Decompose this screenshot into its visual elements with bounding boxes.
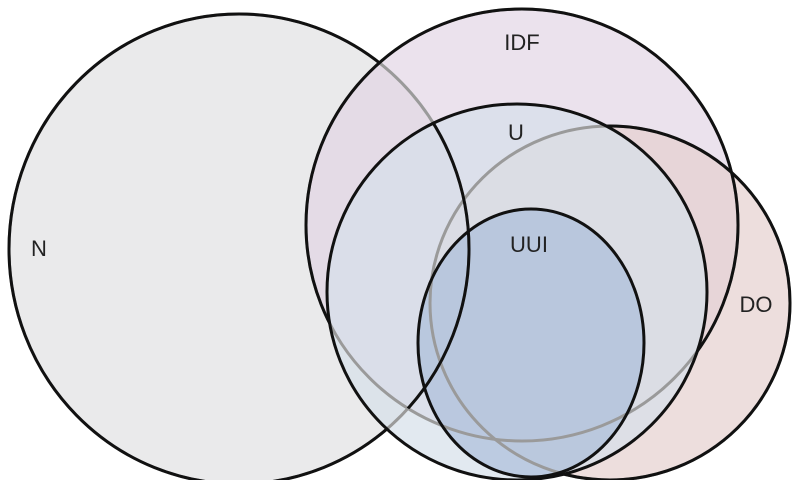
set-n-outline xyxy=(7,12,471,480)
set-label-uui: UUI xyxy=(510,232,548,257)
set-label-n: N xyxy=(31,236,47,261)
set-label-do: DO xyxy=(740,292,773,317)
set-uui-outline xyxy=(416,207,646,479)
set-label-u: U xyxy=(508,120,524,145)
set-uui-region xyxy=(418,209,644,477)
set-label-idf: IDF xyxy=(504,30,539,55)
set-u-outline xyxy=(325,102,709,480)
